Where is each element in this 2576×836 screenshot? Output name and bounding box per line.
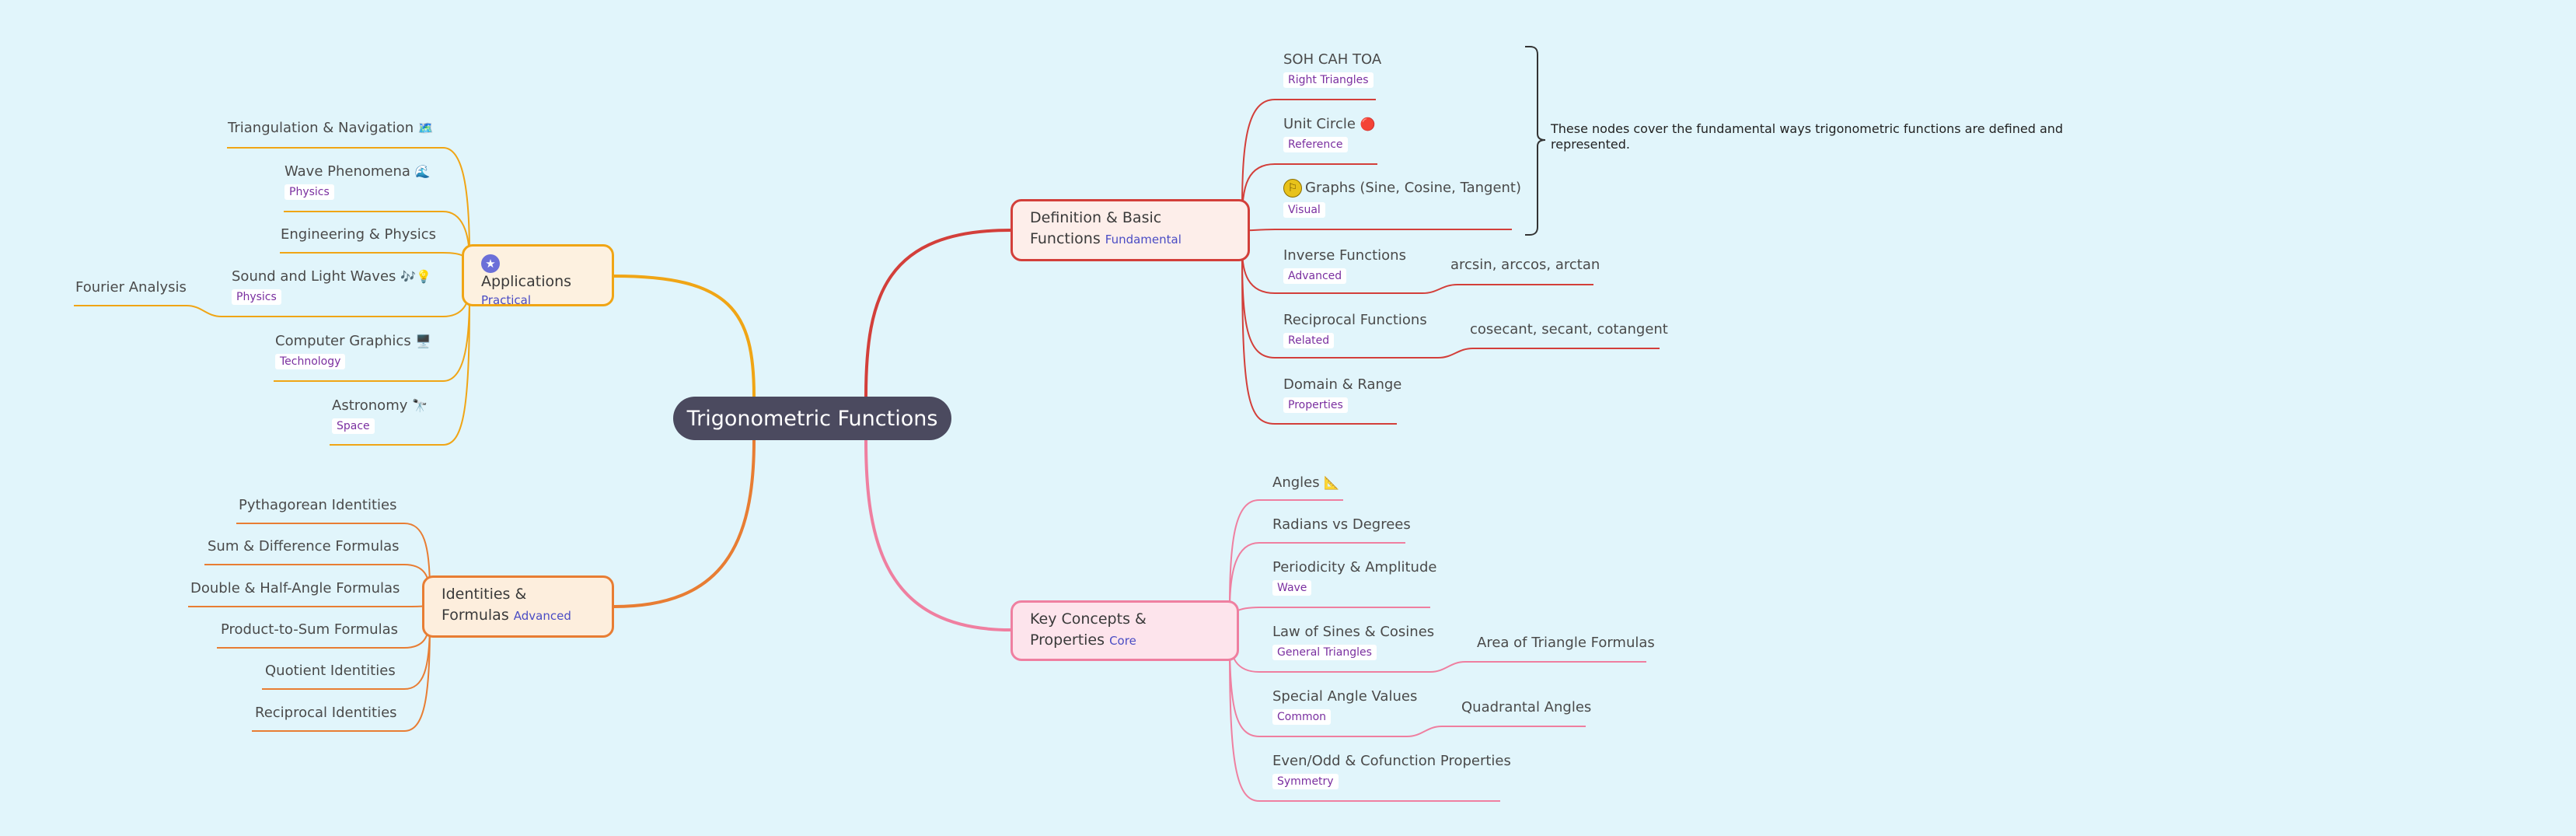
topic-domain-range[interactable]: Domain & Range Properties xyxy=(1283,376,1401,413)
topic-reciprocal-identities[interactable]: Reciprocal Identities xyxy=(255,705,397,721)
topic-triangulation-navigation[interactable]: Triangulation & Navigation 🗺️ xyxy=(228,120,434,136)
topic-label: Angles xyxy=(1272,474,1320,491)
topic-label: Special Angle Values xyxy=(1272,688,1418,705)
topic-label: Periodicity & Amplitude xyxy=(1272,559,1437,575)
subtopic-label: Quadrantal Angles xyxy=(1461,699,1592,715)
topic-quotient-identities[interactable]: Quotient Identities xyxy=(265,663,396,679)
topic-engineering-physics[interactable]: Engineering & Physics xyxy=(281,226,436,243)
topic-tag: Symmetry xyxy=(1272,774,1339,789)
topic-tag: Physics xyxy=(232,289,281,305)
topic-wave-phenomena[interactable]: Wave Phenomena 🌊 Physics xyxy=(284,163,431,200)
topic-label: Triangulation & Navigation xyxy=(228,120,414,136)
music-lightbulb-icon: 🎶💡 xyxy=(400,269,431,284)
subtopic-label: arcsin, arccos, arctan xyxy=(1450,257,1600,273)
wave-icon: 🌊 xyxy=(414,164,431,179)
topic-law-of-sines-cosines[interactable]: Law of Sines & Cosines General Triangles xyxy=(1272,624,1434,660)
branch-tag: Advanced xyxy=(513,609,571,623)
topic-tag: Wave xyxy=(1272,580,1312,596)
topic-label: Unit Circle xyxy=(1283,116,1356,132)
topic-periodicity-amplitude[interactable]: Periodicity & Amplitude Wave xyxy=(1272,559,1436,596)
topic-label: Law of Sines & Cosines xyxy=(1272,624,1435,640)
subtopic-quadrantal-angles[interactable]: Quadrantal Angles xyxy=(1461,699,1591,715)
topic-computer-graphics[interactable]: Computer Graphics 🖥️ Technology xyxy=(275,333,431,369)
topic-tag: Technology xyxy=(275,354,346,369)
topic-label: Wave Phenomena xyxy=(284,163,410,180)
triangle-ruler-icon: 📐 xyxy=(1324,475,1340,490)
topic-tag: Right Triangles xyxy=(1283,72,1374,88)
monitor-icon: 🖥️ xyxy=(415,334,431,348)
subtopic-cosecant-secant-cotangent[interactable]: cosecant, secant, cotangent xyxy=(1470,321,1668,338)
topic-tag: Common xyxy=(1272,709,1332,725)
topic-sum-difference-formulas[interactable]: Sum & Difference Formulas xyxy=(208,538,400,554)
topic-tag: Physics xyxy=(284,184,334,200)
topic-label: SOH CAH TOA xyxy=(1283,51,1382,68)
topic-label: Product-to-Sum Formulas xyxy=(221,621,398,638)
topic-tag: Advanced xyxy=(1283,268,1347,284)
topic-tag: Reference xyxy=(1283,137,1348,152)
subtopic-label: Area of Triangle Formulas xyxy=(1477,635,1655,651)
topic-label: Domain & Range xyxy=(1283,376,1402,393)
branch-title: Identities & Formulas xyxy=(442,586,527,624)
topic-label: Astronomy xyxy=(332,397,408,414)
branch-tag: Fundamental xyxy=(1105,233,1182,247)
topic-label: Reciprocal Identities xyxy=(255,705,397,721)
branch-title: Applications xyxy=(481,273,572,290)
topic-pythagorean-identities[interactable]: Pythagorean Identities xyxy=(239,497,396,513)
root-topic[interactable]: Trigonometric Functions xyxy=(673,397,951,440)
topic-label: Even/Odd & Cofunction Properties xyxy=(1272,753,1511,769)
topic-inverse-functions[interactable]: Inverse Functions Advanced xyxy=(1283,247,1406,284)
subtopic-label: Fourier Analysis xyxy=(75,279,187,296)
topic-label: Graphs (Sine, Cosine, Tangent) xyxy=(1305,180,1522,196)
topic-graphs[interactable]: ⚐Graphs (Sine, Cosine, Tangent) Visual xyxy=(1283,179,1521,218)
topic-astronomy[interactable]: Astronomy 🔭 Space xyxy=(332,397,428,434)
branch-definition[interactable]: Definition & Basic Functions Fundamental xyxy=(1011,199,1250,261)
subtopic-area-of-triangle[interactable]: Area of Triangle Formulas xyxy=(1477,635,1655,651)
topic-label: Inverse Functions xyxy=(1283,247,1406,264)
topic-double-half-angle-formulas[interactable]: Double & Half-Angle Formulas xyxy=(190,580,400,596)
branch-identities[interactable]: Identities & Formulas Advanced xyxy=(422,575,614,638)
topic-label: Double & Half-Angle Formulas xyxy=(190,580,400,596)
topic-tag: Space xyxy=(332,418,375,434)
topic-label: Sound and Light Waves xyxy=(232,268,396,285)
topic-radians-vs-degrees[interactable]: Radians vs Degrees xyxy=(1272,516,1411,533)
topic-reciprocal-functions[interactable]: Reciprocal Functions Related xyxy=(1283,312,1427,348)
subtopic-label: cosecant, secant, cotangent xyxy=(1470,321,1668,338)
topic-product-to-sum-formulas[interactable]: Product-to-Sum Formulas xyxy=(221,621,398,638)
topic-tag: Visual xyxy=(1283,202,1325,218)
topic-label: Computer Graphics xyxy=(275,333,411,349)
topic-angles[interactable]: Angles 📐 xyxy=(1272,474,1339,491)
branch-tag: Practical xyxy=(481,293,532,307)
topic-special-angle-values[interactable]: Special Angle Values Common xyxy=(1272,688,1417,725)
root-title: Trigonometric Functions xyxy=(686,406,938,431)
topic-even-odd-cofunction[interactable]: Even/Odd & Cofunction Properties Symmetr… xyxy=(1272,753,1511,789)
branch-title: Key Concepts & Properties xyxy=(1030,610,1147,649)
star-icon: ★ xyxy=(481,254,500,273)
topic-label: Radians vs Degrees xyxy=(1272,516,1411,533)
callout-note: These nodes cover the fundamental ways t… xyxy=(1551,121,2064,152)
topic-sound-light-waves[interactable]: Sound and Light Waves 🎶💡 Physics xyxy=(232,268,431,305)
red-circle-icon: 🔴 xyxy=(1360,117,1376,131)
topic-tag: Related xyxy=(1283,333,1335,348)
telescope-icon: 🔭 xyxy=(412,398,428,413)
topic-label: Pythagorean Identities xyxy=(239,497,397,513)
branch-applications[interactable]: ★Applications Practical xyxy=(462,244,614,307)
topic-label: Quotient Identities xyxy=(265,663,396,679)
topic-unit-circle[interactable]: Unit Circle 🔴 Reference xyxy=(1283,116,1376,152)
branch-tag: Core xyxy=(1109,634,1136,648)
subtopic-arc-functions[interactable]: arcsin, arccos, arctan xyxy=(1450,257,1600,273)
branch-title: Definition & Basic Functions xyxy=(1030,209,1162,247)
map-icon: 🗺️ xyxy=(417,121,434,135)
topic-label: Reciprocal Functions xyxy=(1283,312,1427,328)
topic-tag: Properties xyxy=(1283,397,1348,413)
topic-label: Engineering & Physics xyxy=(281,226,437,243)
branch-key-concepts[interactable]: Key Concepts & Properties Core xyxy=(1011,600,1239,661)
flag-icon: ⚐ xyxy=(1283,179,1302,198)
topic-label: Sum & Difference Formulas xyxy=(208,538,400,554)
subtopic-fourier-analysis[interactable]: Fourier Analysis xyxy=(75,279,187,296)
topic-tag: General Triangles xyxy=(1272,645,1377,660)
topic-soh-cah-toa[interactable]: SOH CAH TOA Right Triangles xyxy=(1283,51,1381,88)
